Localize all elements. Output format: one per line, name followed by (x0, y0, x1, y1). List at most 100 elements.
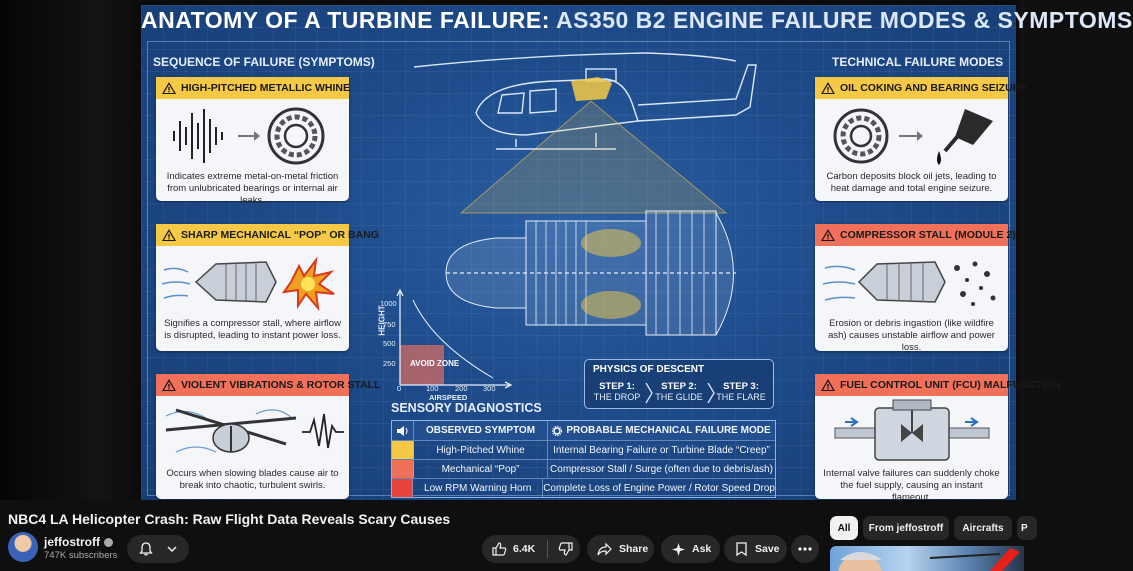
like-dislike-group: 6.4K (482, 535, 580, 563)
symptom-cell: Mechanical “Pop” (414, 460, 548, 478)
warning-icon (162, 82, 176, 94)
rotor-vibration-illustration (156, 396, 349, 468)
channel-avatar[interactable] (8, 532, 38, 562)
mode-cell: Compressor Stall / Surge (often due to d… (550, 463, 773, 475)
descent-title: PHYSICS OF DESCENT (593, 364, 705, 375)
bookmark-icon (736, 542, 747, 557)
chip-all[interactable]: All (830, 516, 858, 540)
hv-xtick: 200 (455, 384, 468, 393)
related-video-thumbnail[interactable] (830, 546, 1024, 571)
card-desc: Internal valve failures can suddenly cho… (823, 468, 1000, 503)
card-title: HIGH-PITCHED METALLIC WHINE (181, 82, 350, 94)
verified-icon (104, 537, 113, 547)
warning-icon (162, 379, 176, 391)
hv-xtick: 300 (483, 384, 496, 393)
diagnostics-heading: SENSORY DIAGNOSTICS (391, 401, 542, 415)
warning-icon (821, 82, 835, 94)
subscriber-count: 747K subscribers (44, 550, 118, 561)
card-title: OIL COKING AND BEARING SEIZURE (840, 82, 1028, 94)
share-icon (597, 542, 612, 555)
mode-cell: Internal Bearing Failure or Turbine Blad… (553, 444, 770, 456)
table-row: Mechanical “Pop” Compressor Stall / Surg… (392, 459, 775, 478)
hv-ytick: 1000 (380, 299, 397, 308)
card-title: VIOLENT VIBRATIONS & ROTOR STALL (181, 379, 381, 391)
thumbs-down-icon (558, 542, 573, 556)
more-horizontal-icon (798, 547, 812, 551)
table-row: Low RPM Warning Horn Complete Loss of En… (392, 478, 775, 497)
col-probable-failure: PROBABLE MECHANICAL FAILURE MODE (548, 421, 775, 440)
dislike-button[interactable] (558, 542, 573, 556)
video-player[interactable]: ANATOMY OF A TURBINE FAILURE: AS350 B2 E… (0, 0, 1133, 503)
chip-partial[interactable]: P (1017, 516, 1037, 540)
save-button[interactable]: Save (724, 535, 787, 563)
severity-swatch (392, 479, 414, 497)
symptom-cell: Low RPM Warning Horn (413, 479, 544, 497)
card-title: COMPRESSOR STALL (MODULE 2) (840, 229, 1016, 241)
severity-swatch (392, 441, 414, 459)
warning-icon (821, 379, 835, 391)
card-desc: Erosion or debris ingastion (like wildfi… (828, 318, 995, 353)
warning-icon (162, 229, 176, 241)
physics-of-descent-panel: PHYSICS OF DESCENT STEP 1:THE DROP STEP … (584, 359, 774, 409)
descent-step-1: STEP 1:THE DROP (593, 381, 641, 402)
card-desc: Signifies a compressor stall, where airf… (164, 318, 341, 341)
descent-step-3: STEP 3:THE FLARE (716, 381, 766, 402)
notification-bell-button[interactable] (127, 535, 189, 563)
hv-xlabel: AIRSPEED (429, 393, 468, 402)
card-desc: Carbon deposits block oil jets, leading … (826, 171, 997, 194)
sparkle-icon (672, 542, 685, 556)
card-desc: Indicates extreme metal-on-metal frictio… (166, 171, 339, 206)
card-mechanical-pop: SHARP MECHANICAL “POP” OR BANG Signifies… (156, 224, 379, 351)
divider (547, 540, 549, 558)
card-fcu-malfunction: FUEL CONTROL UNIT (FCU) MALFUNCTION Inte… (815, 374, 1061, 503)
infographic-title: ANATOMY OF A TURBINE FAILURE: AS350 B2 E… (141, 7, 1133, 33)
chip-aircrafts[interactable]: Aircrafts (954, 516, 1012, 540)
card-rotor-stall: VIOLENT VIBRATIONS & ROTOR STALL Occurs … (156, 374, 381, 499)
compressor-debris-illustration (815, 246, 1008, 318)
chip-from-channel[interactable]: From jeffostroff (863, 516, 949, 540)
warning-icon (821, 229, 835, 241)
height-velocity-chart: HEIGHT 1000 750 500 250 AVOID ZONE 0 100… (373, 288, 513, 403)
chevron-right-icon (707, 382, 715, 404)
table-header: OBSERVED SYMPTOM PROBABLE MECHANICAL FAI… (392, 421, 775, 440)
channel-name[interactable]: jeffostroff (44, 535, 113, 549)
card-title: FUEL CONTROL UNIT (FCU) MALFUNCTION (840, 379, 1061, 391)
speaker-icon (396, 425, 407, 436)
symptom-cell: High-Pitched Whine (414, 441, 548, 459)
hv-ytick: 500 (383, 339, 396, 348)
more-actions-button[interactable] (791, 535, 819, 563)
right-heading: TECHNICAL FAILURE MODES (832, 55, 1004, 69)
card-compressor-stall: COMPRESSOR STALL (MODULE 2) Erosion or d… (815, 224, 1016, 353)
ask-button[interactable]: Ask (661, 535, 720, 563)
helicopter-engine-blueprint (413, 52, 757, 336)
share-button[interactable]: Share (587, 535, 654, 563)
diagnostics-table: OBSERVED SYMPTOM PROBABLE MECHANICAL FAI… (391, 420, 776, 498)
card-metallic-whine: HIGH-PITCHED METALLIC WHINE Indicates ex… (156, 77, 350, 206)
video-title: NBC4 LA Helicopter Crash: Raw Flight Dat… (8, 511, 451, 527)
like-button[interactable]: 6.4K (492, 542, 535, 556)
chevron-right-icon (645, 382, 653, 404)
card-oil-coking: OIL COKING AND BEARING SEIZURE Carbon de… (815, 77, 1027, 201)
fuel-valve-illustration (815, 396, 1008, 468)
compressor-explosion-illustration (156, 246, 349, 318)
thumbs-up-icon (492, 542, 507, 556)
hv-xtick: 100 (426, 384, 439, 393)
left-heading: SEQUENCE OF FAILURE (SYMPTOMS) (153, 55, 375, 69)
gear-icon (552, 425, 563, 436)
hv-xtick: 0 (397, 384, 402, 393)
card-desc: Occurs when slowing blades cause air to … (166, 468, 339, 491)
chevron-down-icon (167, 546, 177, 553)
soundwave-bearing-illustration (156, 99, 349, 171)
table-row: High-Pitched Whine Internal Bearing Fail… (392, 440, 775, 459)
descent-step-2: STEP 2:THE GLIDE (655, 381, 703, 402)
bearing-oil-illustration (815, 99, 1008, 171)
infographic-frame: ANATOMY OF A TURBINE FAILURE: AS350 B2 E… (141, 5, 1133, 503)
avoid-zone-label: AVOID ZONE (410, 359, 460, 368)
mode-cell: Complete Loss of Engine Power / Rotor Sp… (543, 482, 775, 494)
bell-icon (139, 542, 153, 556)
card-title: SHARP MECHANICAL “POP” OR BANG (181, 229, 379, 241)
severity-swatch (392, 460, 414, 478)
hv-ytick: 250 (383, 359, 396, 368)
hv-ytick: 750 (383, 320, 396, 329)
